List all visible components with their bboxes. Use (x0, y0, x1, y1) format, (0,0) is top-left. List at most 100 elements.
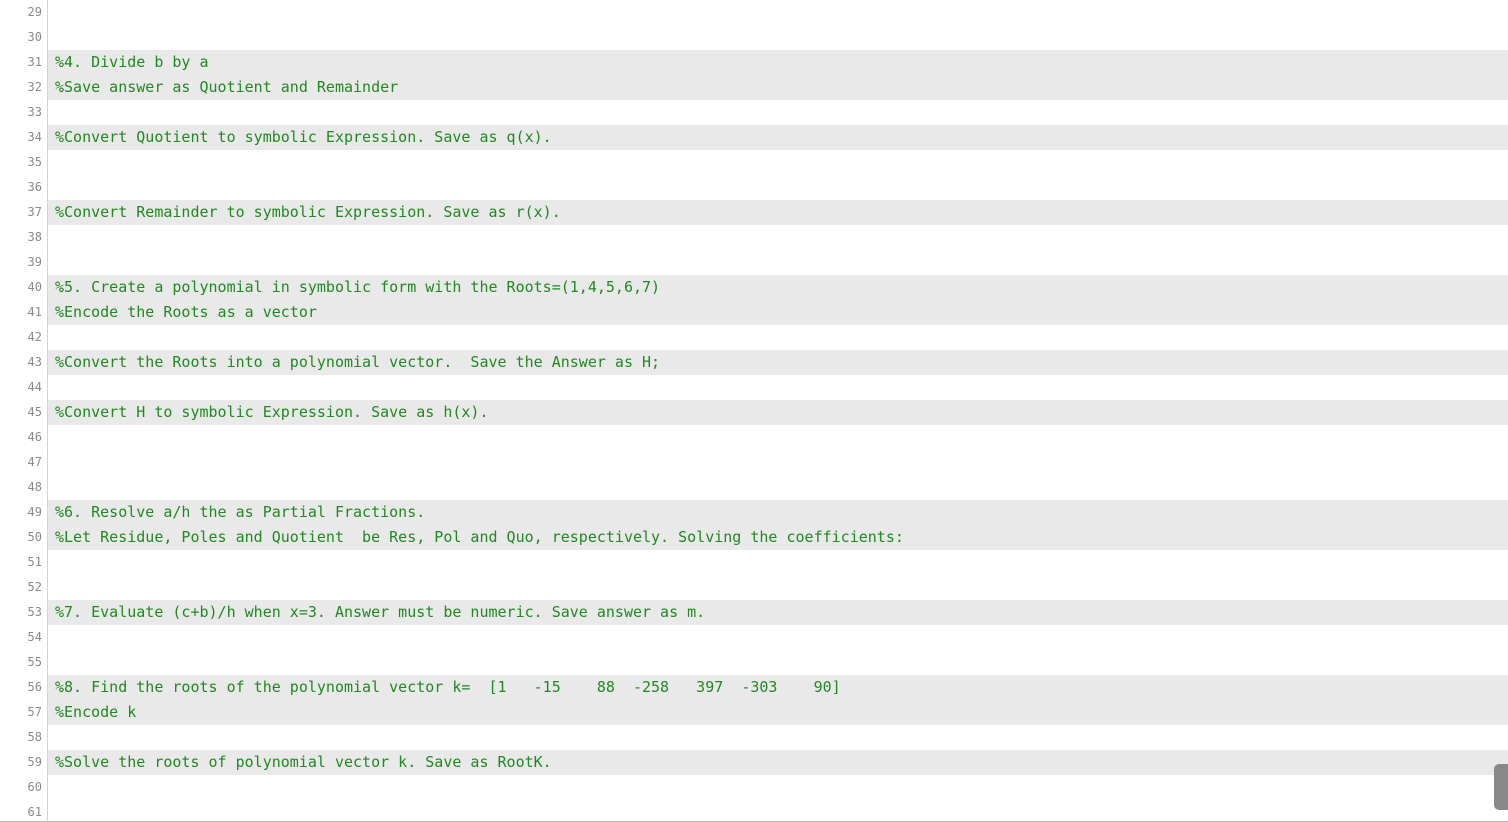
code-comment[interactable]: %Encode k (55, 703, 137, 721)
line-number: 39 (27, 255, 42, 269)
code-line[interactable]: 61 (0, 800, 1508, 822)
code-line[interactable]: 40 %5. Create a polynomial in symbolic fo… (0, 275, 1508, 300)
line-number: 51 (27, 555, 42, 569)
code-line[interactable]: 54 (0, 625, 1508, 650)
code-line[interactable]: 42 (0, 325, 1508, 350)
code-line[interactable]: 35 (0, 150, 1508, 175)
code-line[interactable]: 39 (0, 250, 1508, 275)
line-number: 32 (27, 80, 42, 94)
code-comment[interactable]: %Convert H to symbolic Expression. Save … (55, 403, 489, 421)
line-gutter: 49 (0, 500, 48, 525)
line-gutter: 30 (0, 25, 48, 50)
code-line[interactable]: 57 %Encode k (0, 700, 1508, 725)
line-gutter: 55 (0, 650, 48, 675)
line-number: 33 (27, 105, 42, 119)
line-gutter: 51 (0, 550, 48, 575)
line-gutter: 46 (0, 425, 48, 450)
code-line[interactable]: 47 (0, 450, 1508, 475)
code-line[interactable]: 29 (0, 0, 1508, 25)
line-gutter: 45 (0, 400, 48, 425)
code-line[interactable]: 44 (0, 375, 1508, 400)
code-comment[interactable]: %4. Divide b by a (55, 53, 209, 71)
line-gutter: 43 (0, 350, 48, 375)
line-gutter: 58 (0, 725, 48, 750)
code-line[interactable]: 53 %7. Evaluate (c+b)/h when x=3. Answer … (0, 600, 1508, 625)
line-number: 55 (27, 655, 42, 669)
code-comment[interactable]: %6. Resolve a/h the as Partial Fractions… (55, 503, 426, 521)
line-number: 49 (27, 505, 42, 519)
code-comment[interactable]: %Convert the Roots into a polynomial vec… (55, 353, 661, 371)
code-comment[interactable]: %Let Residue, Poles and Quotient be Res,… (55, 528, 904, 546)
code-line[interactable]: 50 %Let Residue, Poles and Quotient be Re… (0, 525, 1508, 550)
line-gutter: 50 (0, 525, 48, 550)
line-number: 37 (27, 205, 42, 219)
code-comment[interactable]: %8. Find the roots of the polynomial vec… (55, 678, 841, 696)
line-gutter: 52 (0, 575, 48, 600)
code-line[interactable]: 31 %4. Divide b by a (0, 50, 1508, 75)
code-line[interactable]: 49 %6. Resolve a/h the as Partial Fractio… (0, 500, 1508, 525)
line-gutter: 57 (0, 700, 48, 725)
line-number: 56 (27, 680, 42, 694)
line-number: 42 (27, 330, 42, 344)
code-comment[interactable]: %Solve the roots of polynomial vector k.… (55, 753, 552, 771)
line-gutter: 34 (0, 125, 48, 150)
line-number: 58 (27, 730, 42, 744)
line-number: 57 (27, 705, 42, 719)
code-line[interactable]: 46 (0, 425, 1508, 450)
line-number: 53 (27, 605, 42, 619)
line-number: 36 (27, 180, 42, 194)
code-comment[interactable]: %5. Create a polynomial in symbolic form… (55, 278, 661, 296)
line-number: 50 (27, 530, 42, 544)
code-line[interactable]: 32 %Save answer as Quotient and Remainder (0, 75, 1508, 100)
line-gutter: 38 (0, 225, 48, 250)
code-comment[interactable]: %Save answer as Quotient and Remainder (55, 78, 399, 96)
line-gutter: 36 (0, 175, 48, 200)
code-line[interactable]: 36 (0, 175, 1508, 200)
code-comment[interactable]: %7. Evaluate (c+b)/h when x=3. Answer mu… (55, 603, 706, 621)
line-gutter: 48 (0, 475, 48, 500)
code-comment[interactable]: %Encode the Roots as a vector (55, 303, 317, 321)
line-number: 30 (27, 30, 42, 44)
line-gutter: 41 (0, 300, 48, 325)
code-line[interactable]: 60 (0, 775, 1508, 800)
code-comment[interactable]: %Convert Remainder to symbolic Expressio… (55, 203, 561, 221)
line-gutter: 54 (0, 625, 48, 650)
code-line[interactable]: 55 (0, 650, 1508, 675)
line-gutter: 61 (0, 800, 48, 822)
code-line[interactable]: 43 %Convert the Roots into a polynomial v… (0, 350, 1508, 375)
code-line[interactable]: 33 (0, 100, 1508, 125)
line-gutter: 33 (0, 100, 48, 125)
line-number: 29 (27, 5, 42, 19)
code-line[interactable]: 51 (0, 550, 1508, 575)
code-line[interactable]: 52 (0, 575, 1508, 600)
line-gutter: 32 (0, 75, 48, 100)
code-comment[interactable]: %Convert Quotient to symbolic Expression… (55, 128, 552, 146)
vertical-scrollbar-thumb[interactable] (1494, 764, 1508, 810)
line-number: 46 (27, 430, 42, 444)
line-gutter: 59 (0, 750, 48, 775)
code-line[interactable]: 58 (0, 725, 1508, 750)
line-gutter: 47 (0, 450, 48, 475)
line-gutter: 60 (0, 775, 48, 800)
code-line[interactable]: 34 %Convert Quotient to symbolic Expressi… (0, 125, 1508, 150)
line-gutter: 39 (0, 250, 48, 275)
line-number: 34 (27, 130, 42, 144)
line-gutter: 31 (0, 50, 48, 75)
code-line[interactable]: 56 %8. Find the roots of the polynomial v… (0, 675, 1508, 700)
code-line[interactable]: 59 %Solve the roots of polynomial vector … (0, 750, 1508, 775)
line-number: 41 (27, 305, 42, 319)
line-number: 45 (27, 405, 42, 419)
line-number: 35 (27, 155, 42, 169)
line-number: 40 (27, 280, 42, 294)
code-line[interactable]: 30 (0, 25, 1508, 50)
code-line[interactable]: 45 %Convert H to symbolic Expression. Sav… (0, 400, 1508, 425)
line-gutter: 29 (0, 0, 48, 25)
line-number: 59 (27, 755, 42, 769)
code-line[interactable]: 38 (0, 225, 1508, 250)
code-line[interactable]: 48 (0, 475, 1508, 500)
code-line[interactable]: 41 %Encode the Roots as a vector (0, 300, 1508, 325)
line-gutter: 44 (0, 375, 48, 400)
code-line[interactable]: 37 %Convert Remainder to symbolic Express… (0, 200, 1508, 225)
